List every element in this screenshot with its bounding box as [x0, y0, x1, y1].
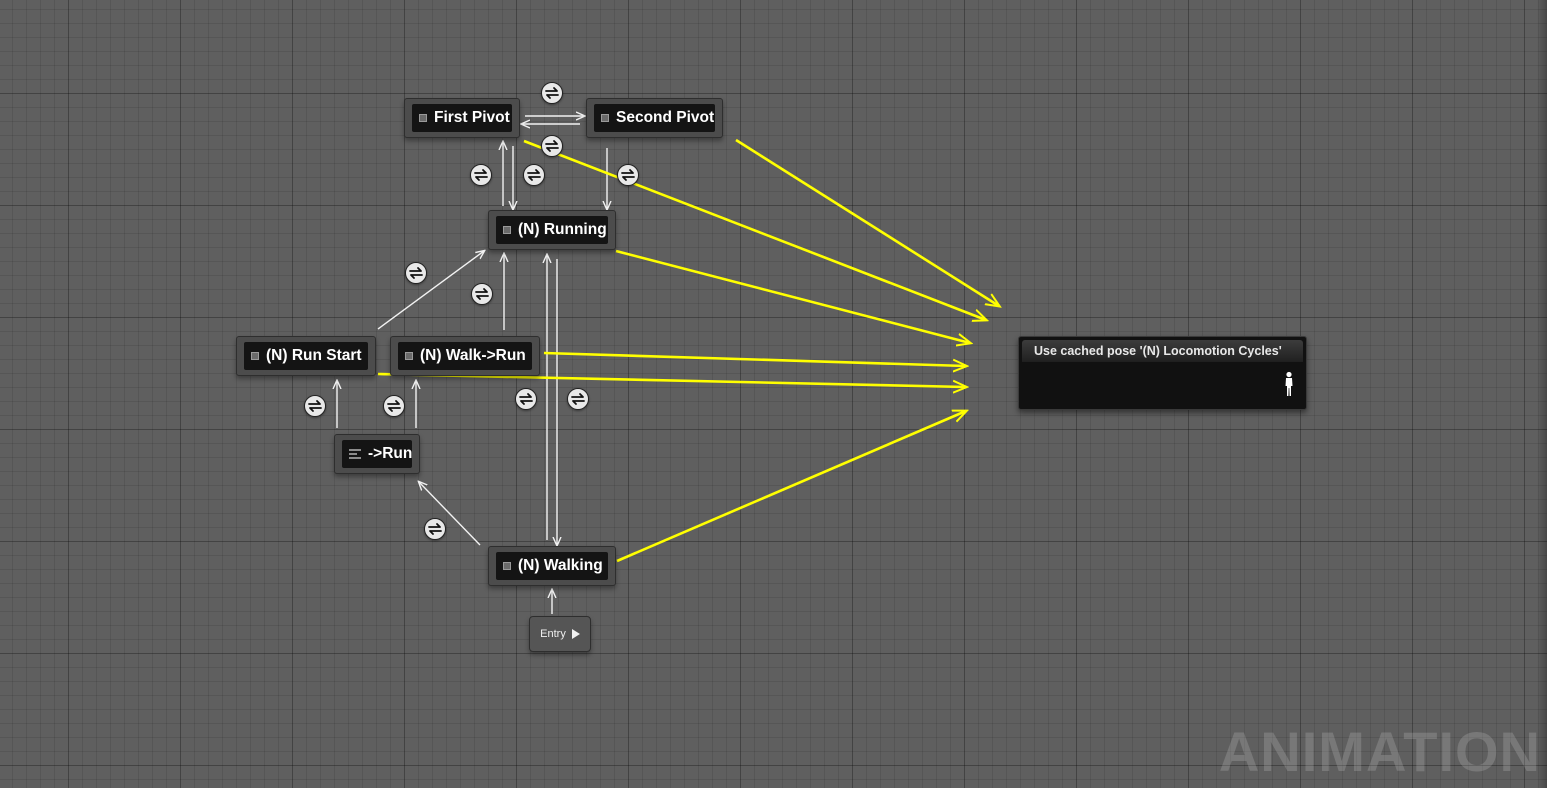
state-body: Second Pivot — [594, 104, 715, 132]
transition-walking-to-torun[interactable] — [419, 482, 481, 546]
transition-rule-icon[interactable] — [470, 164, 492, 186]
state-label: (N) Run Start — [266, 347, 362, 364]
output-pose-node[interactable]: Use cached pose '(N) Locomotion Cycles' — [1018, 336, 1307, 410]
state-first-pivot[interactable]: First Pivot — [404, 98, 520, 138]
transition-runstart-to-running[interactable] — [377, 251, 484, 330]
transition-rule-icon[interactable] — [515, 388, 537, 410]
entry-node[interactable]: Entry — [529, 616, 591, 652]
pose-figure-icon[interactable] — [1282, 371, 1296, 397]
output-line-running — [615, 249, 970, 343]
output-line-walking — [616, 411, 966, 563]
graph-watermark: ANIMATION — [1218, 720, 1541, 783]
state-running[interactable]: (N) Running — [488, 210, 616, 250]
state-icon — [503, 562, 511, 570]
output-lines — [377, 138, 999, 563]
entry-arrow-icon — [571, 629, 580, 639]
state-icon — [419, 114, 427, 122]
state-icon — [251, 352, 259, 360]
transition-rule-icon[interactable] — [523, 164, 545, 186]
state-body: (N) Walk->Run — [398, 342, 532, 370]
entry-label: Entry — [540, 628, 566, 640]
state-run-start[interactable]: (N) Run Start — [236, 336, 376, 376]
state-body: First Pivot — [412, 104, 512, 132]
state-label: First Pivot — [434, 109, 510, 126]
transition-rule-icon[interactable] — [424, 518, 446, 540]
state-icon — [503, 226, 511, 234]
state-body: (N) Running — [496, 216, 608, 244]
state-second-pivot[interactable]: Second Pivot — [586, 98, 723, 138]
transition-rule-icon[interactable] — [471, 283, 493, 305]
state-body: (N) Run Start — [244, 342, 368, 370]
output-title: Use cached pose '(N) Locomotion Cycles' — [1034, 344, 1282, 358]
transition-rule-icon[interactable] — [405, 262, 427, 284]
state-label: (N) Walking — [518, 557, 603, 574]
transition-rule-icon[interactable] — [304, 395, 326, 417]
state-label: Second Pivot — [616, 109, 715, 126]
state-walking[interactable]: (N) Walking — [488, 546, 616, 586]
output-header: Use cached pose '(N) Locomotion Cycles' — [1022, 340, 1303, 362]
transition-rule-icon[interactable] — [541, 135, 563, 157]
output-line-walk-to-run — [543, 351, 966, 366]
state-body: (N) Walking — [496, 552, 608, 580]
output-line-second-pivot — [735, 138, 999, 306]
state-walk-to-run[interactable]: (N) Walk->Run — [390, 336, 540, 376]
state-label: (N) Walk->Run — [420, 347, 526, 364]
output-line-first-pivot — [523, 139, 986, 320]
output-line-run-start — [377, 372, 966, 387]
transition-rule-icon[interactable] — [383, 395, 405, 417]
state-icon — [601, 114, 609, 122]
conduit-to-run[interactable]: ->Run — [334, 434, 420, 474]
transition-rule-icon[interactable] — [541, 82, 563, 104]
conduit-icon — [349, 448, 361, 460]
state-icon — [405, 352, 413, 360]
transition-rule-icon[interactable] — [617, 164, 639, 186]
state-label: (N) Running — [518, 221, 607, 238]
transition-lines — [337, 116, 607, 614]
transition-rule-icon[interactable] — [567, 388, 589, 410]
state-body: ->Run — [342, 440, 412, 468]
state-label: ->Run — [368, 445, 413, 462]
viewport-edge-shadow — [1537, 0, 1547, 788]
